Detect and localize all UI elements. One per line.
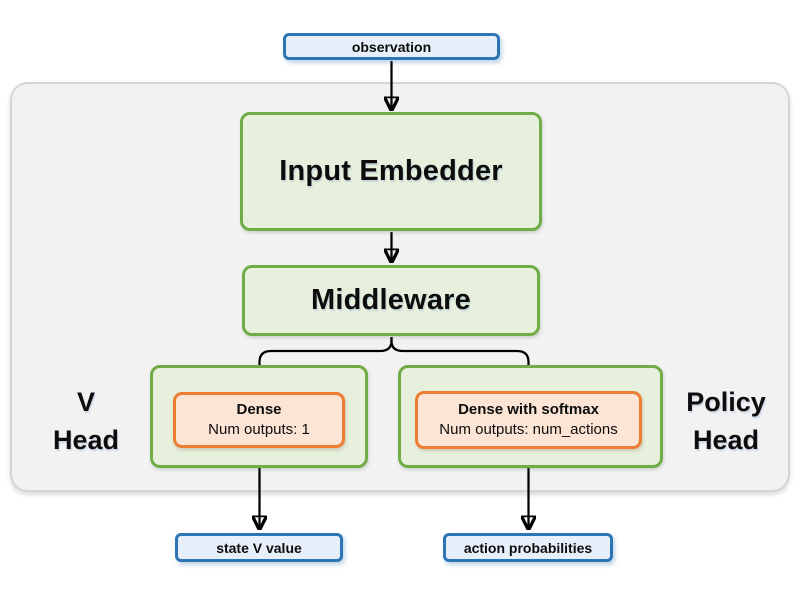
node-action-probabilities-label: action probabilities [463, 539, 593, 556]
node-dense-softmax: Dense with softmax Num outputs: num_acti… [415, 391, 642, 449]
node-middleware-label: Middleware [311, 284, 471, 316]
node-dense-softmax-subtitle: Num outputs: num_actions [439, 421, 618, 438]
node-state-v-value: state V value [175, 533, 343, 562]
policy-head-label: Policy Head [663, 383, 789, 459]
node-observation: observation [283, 33, 500, 60]
node-action-probabilities: action probabilities [443, 533, 613, 562]
node-input-embedder-label: Input Embedder [279, 155, 503, 187]
v-head-label-line2: Head [52, 425, 120, 455]
node-dense-v-title: Dense [236, 400, 282, 418]
node-middleware: Middleware [242, 265, 540, 336]
v-head-label: V Head [26, 383, 146, 459]
policy-head-label-line1: Policy [686, 387, 766, 417]
node-dense-softmax-title: Dense with softmax [458, 400, 599, 418]
node-observation-label: observation [351, 38, 432, 55]
node-state-v-value-label: state V value [216, 539, 302, 556]
v-head-label-line1: V [76, 387, 95, 417]
node-dense-v: Dense Num outputs: 1 [173, 392, 345, 448]
node-input-embedder: Input Embedder [240, 112, 542, 231]
policy-head-label-line2: Head [692, 425, 760, 455]
node-dense-v-subtitle: Num outputs: 1 [208, 421, 310, 438]
